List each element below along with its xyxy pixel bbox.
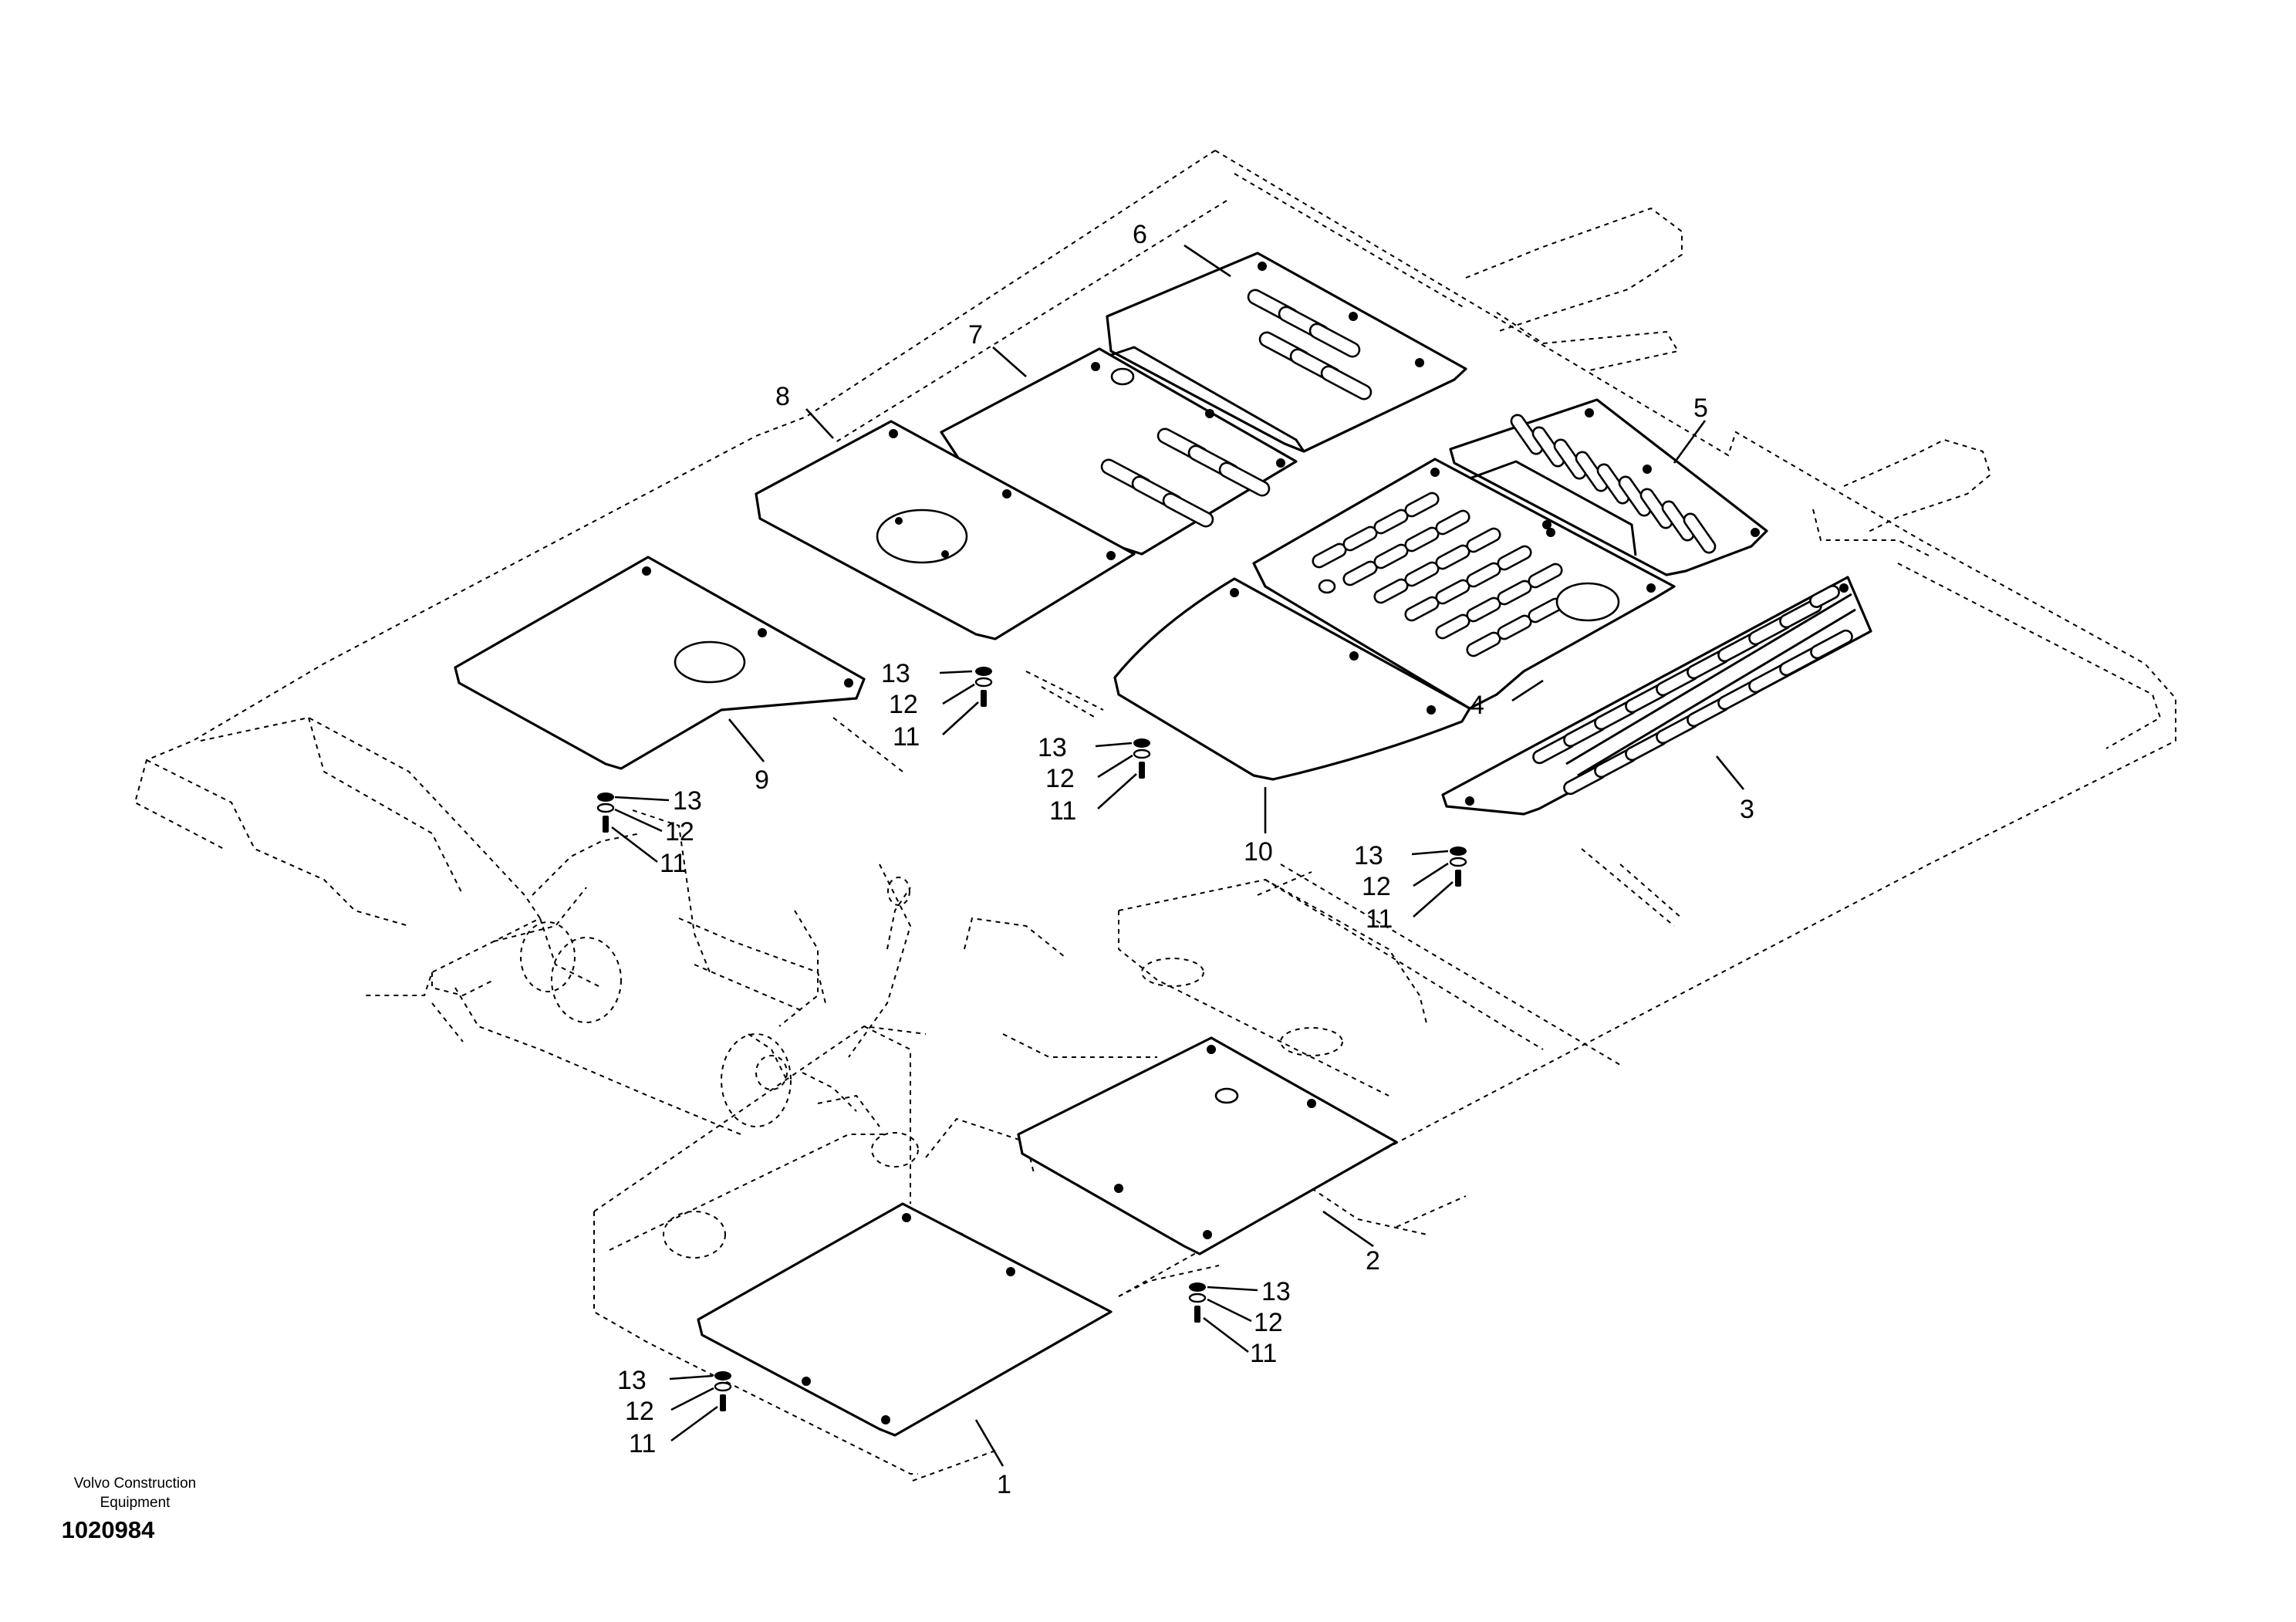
callout-12: 12 <box>625 1397 654 1426</box>
cover-plate-7-slots <box>1100 427 1271 528</box>
leader-lines <box>611 244 1745 1467</box>
callout-13: 13 <box>1354 841 1383 870</box>
cover-plate-4-slots <box>1312 492 1563 657</box>
callout-12: 12 <box>665 817 694 846</box>
callout-13: 13 <box>881 659 910 688</box>
cover-plate-3[interactable] <box>1441 576 1872 816</box>
cover-plate-2[interactable] <box>1017 1036 1398 1255</box>
fastener-set-3 <box>1449 846 1467 887</box>
cover-plate-7[interactable] <box>940 346 1305 556</box>
cover-plate-3-slots <box>1532 585 1853 796</box>
callout-labels: 6 7 8 5 4 3 9 10 2 1 13 12 11 13 12 11 1… <box>617 220 1754 1499</box>
callout-3: 3 <box>1740 795 1754 824</box>
drawing-number: 1020984 <box>61 1516 155 1543</box>
cover-plate-8[interactable] <box>755 420 1136 640</box>
callout-11: 11 <box>1049 796 1076 826</box>
cover-plate-6-slots <box>1247 289 1373 400</box>
fastener-set-10 <box>1133 738 1151 779</box>
cover-plate-5[interactable] <box>1449 398 1768 576</box>
cover-plate-4[interactable] <box>1252 458 1676 710</box>
cover-plate-1[interactable] <box>697 1202 1113 1437</box>
callout-12: 12 <box>1362 872 1391 901</box>
cover-plate-6[interactable] <box>1106 252 1467 453</box>
callout-11: 11 <box>660 849 687 878</box>
machine-frame-outline <box>133 150 2176 1482</box>
callout-13: 13 <box>1038 733 1067 762</box>
callout-13: 13 <box>673 786 702 816</box>
callout-2: 2 <box>1366 1246 1380 1276</box>
callout-10: 10 <box>1244 837 1273 867</box>
callout-4: 4 <box>1470 691 1484 720</box>
callout-13: 13 <box>617 1366 647 1395</box>
fastener-set-2 <box>1188 1282 1207 1323</box>
callout-11: 11 <box>893 722 920 752</box>
fastener-set-9 <box>596 792 615 833</box>
callout-11: 11 <box>629 1429 656 1458</box>
callout-12: 12 <box>1254 1308 1283 1337</box>
callout-9: 9 <box>755 765 769 795</box>
callout-7: 7 <box>968 320 983 350</box>
callout-8: 8 <box>775 382 790 411</box>
callout-12: 12 <box>889 690 918 719</box>
cover-plate-9[interactable] <box>454 556 866 770</box>
brand-name: Volvo Construction Equipment <box>73 1475 197 1511</box>
callout-5: 5 <box>1693 394 1708 423</box>
cover-plate-10[interactable] <box>1113 577 1471 781</box>
callout-1: 1 <box>997 1470 1011 1499</box>
callout-12: 12 <box>1045 764 1075 793</box>
fastener-set-8 <box>974 667 993 707</box>
fastener-set-1 <box>714 1371 732 1411</box>
callout-13: 13 <box>1261 1277 1291 1306</box>
callout-11: 11 <box>1250 1339 1277 1368</box>
cover-plate-5-slots <box>1510 414 1717 554</box>
callout-6: 6 <box>1133 220 1147 249</box>
callout-11: 11 <box>1366 904 1393 934</box>
